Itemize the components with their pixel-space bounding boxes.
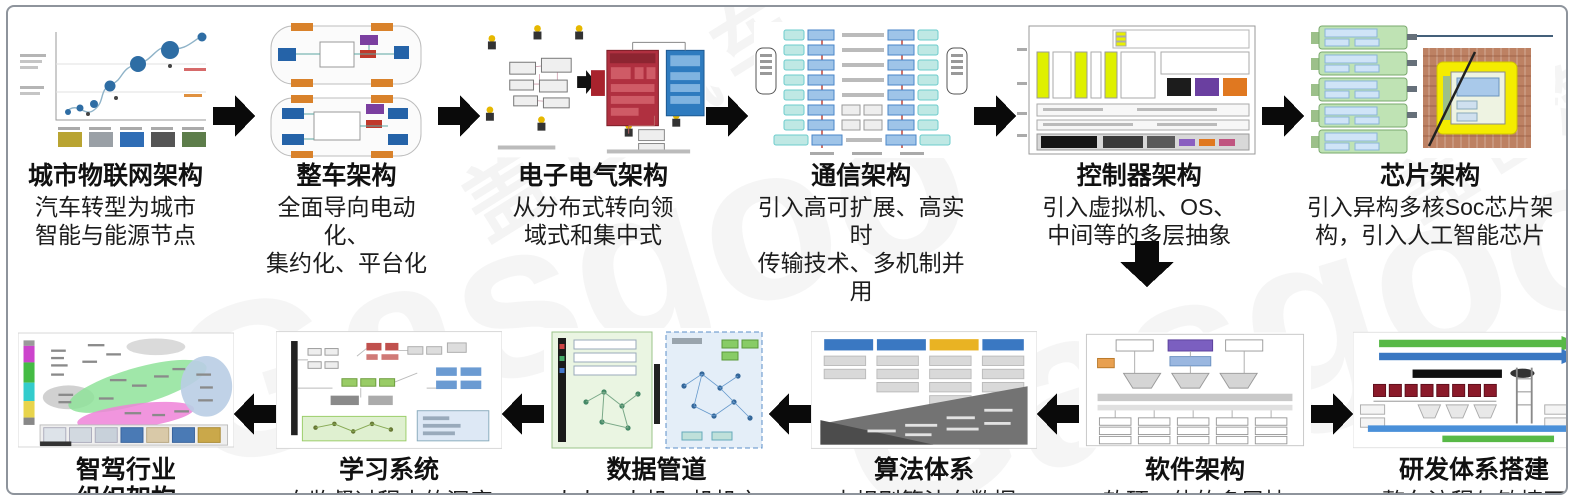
rd-process-icon xyxy=(1353,332,1566,449)
step-chip: 芯片架构 引入异构多核Soc芯片架 构，引入人工智能芯片 xyxy=(1304,21,1556,249)
step-org-architecture: 智驾行业 组织架构 xyxy=(18,327,234,493)
step-description: 汽车转型为城市 智能与能源节点 xyxy=(35,194,196,249)
step-communication: 通信架构 引入高可扩展、高实时 传输技术、多机制并用 xyxy=(748,21,974,305)
flow-arrow-left-icon xyxy=(769,391,811,437)
step-description: 由规则算法向数据 驱动算法转移 xyxy=(832,487,1016,493)
flow-arrow-left-icon xyxy=(1037,391,1079,437)
algorithm-table-icon xyxy=(811,331,1037,450)
software-architecture-thumbnail xyxy=(1079,327,1311,453)
flow-arrow-right-icon xyxy=(213,93,255,139)
controller-layers-icon xyxy=(1016,22,1262,158)
step-title: 智驾行业 组织架构 xyxy=(75,456,176,493)
flow-rows: 城市物联网架构 汽车转型为城市 智能与能源节点 xyxy=(8,7,1566,493)
flow-arrow-right-icon xyxy=(1262,93,1305,139)
bottom-row: 智驾行业 组织架构 xyxy=(18,327,1566,493)
step-description: 人人、人机、机机之 间的无缝数据交互 xyxy=(553,487,760,493)
step-title: 研发体系搭建 xyxy=(1398,456,1549,485)
step-title: 控制器架构 xyxy=(1076,162,1202,190)
step-description: 引入异构多核Soc芯片架 构，引入人工智能芯片 xyxy=(1306,194,1554,249)
step-description: 从分布式转向领 域式和集中式 xyxy=(512,194,674,249)
software-stack-icon xyxy=(1079,332,1311,448)
ee-architecture-icon xyxy=(479,22,706,158)
chip-thumbnail xyxy=(1304,21,1556,159)
rd-system-thumbnail xyxy=(1353,327,1566,453)
org-landscape-icon xyxy=(18,332,234,448)
learning-flow-icon xyxy=(276,331,502,450)
data-pipeline-icon xyxy=(544,328,769,453)
data-pipeline-thumbnail xyxy=(544,327,769,453)
controller-thumbnail xyxy=(1016,21,1262,159)
step-city-iot: 城市物联网架构 汽车转型为城市 智能与能源节点 xyxy=(18,21,213,249)
step-software-architecture: 软件架构 软硬一体的多层抽 象和封装 xyxy=(1079,327,1311,493)
step-description: 整车流程与敏捷开 发的结合 xyxy=(1382,487,1566,493)
step-algorithm-system: 算法体系 由规则算法向数据 驱动算法转移 xyxy=(811,327,1037,493)
step-description: 引入高可扩展、高实时 传输技术、多机制并用 xyxy=(757,194,965,305)
step-title: 整车架构 xyxy=(296,162,397,190)
step-title: 芯片架构 xyxy=(1380,162,1481,190)
step-title: 数据管道 xyxy=(606,456,707,485)
step-title: 算法体系 xyxy=(873,456,974,485)
step-eea: 电子电气架构 从分布式转向领 域式和集中式 xyxy=(479,21,706,249)
flow-arrow-right-icon xyxy=(705,93,748,139)
flow-arrow-right-icon xyxy=(437,93,480,139)
step-learning-system: 学习系统 自监督过程中的深度 学习训练和数据挖掘 xyxy=(276,327,502,493)
soc-chip-icon xyxy=(1305,22,1556,158)
communication-thumbnail xyxy=(748,21,974,159)
learning-system-thumbnail xyxy=(276,327,502,453)
flow-arrow-down-icon xyxy=(1120,241,1174,292)
flow-arrow-left-icon xyxy=(234,391,276,437)
city-iot-thumbnail xyxy=(18,21,213,159)
step-rd-system: 研发体系搭建 整车流程与敏捷开 发的结合 xyxy=(1353,327,1566,493)
step-title: 城市物联网架构 xyxy=(27,162,203,190)
step-data-pipeline: 数据管道 人人、人机、机机之 间的无缝数据交互 xyxy=(544,327,769,493)
org-architecture-thumbnail xyxy=(18,327,234,453)
vehicle-chassis-icon xyxy=(270,23,422,158)
step-description: 全面导向电动化、 集约化、平台化 xyxy=(265,194,427,277)
step-description: 软硬一体的多层抽 象和封装 xyxy=(1103,487,1287,493)
flow-arrow-left-icon xyxy=(502,391,544,437)
eea-thumbnail xyxy=(479,21,706,159)
step-controller: 控制器架构 引入虚拟机、OS、 中间等的多层抽象 xyxy=(1016,21,1262,249)
step-description: 自监督过程中的深度 学习训练和数据挖掘 xyxy=(286,487,493,493)
step-title: 软件架构 xyxy=(1144,456,1245,485)
flow-arrow-right-icon xyxy=(974,93,1017,139)
top-row: 城市物联网架构 汽车转型为城市 智能与能源节点 xyxy=(18,21,1556,305)
algorithm-system-thumbnail xyxy=(811,327,1037,453)
vehicle-architecture-thumbnail xyxy=(255,21,438,159)
step-title: 通信架构 xyxy=(811,162,912,190)
protocol-stack-icon xyxy=(753,22,969,158)
flow-arrow-right-icon xyxy=(1311,391,1353,437)
step-title: 学习系统 xyxy=(338,456,439,485)
step-vehicle-architecture: 整车架构 全面导向电动化、 集约化、平台化 xyxy=(255,21,438,277)
step-title: 电子电气架构 xyxy=(517,162,668,190)
diagram-frame: 盖世汽车 Gasgoo Gasgoo 盖世汽车 xyxy=(6,5,1568,495)
scurve-chart-icon xyxy=(18,24,213,156)
